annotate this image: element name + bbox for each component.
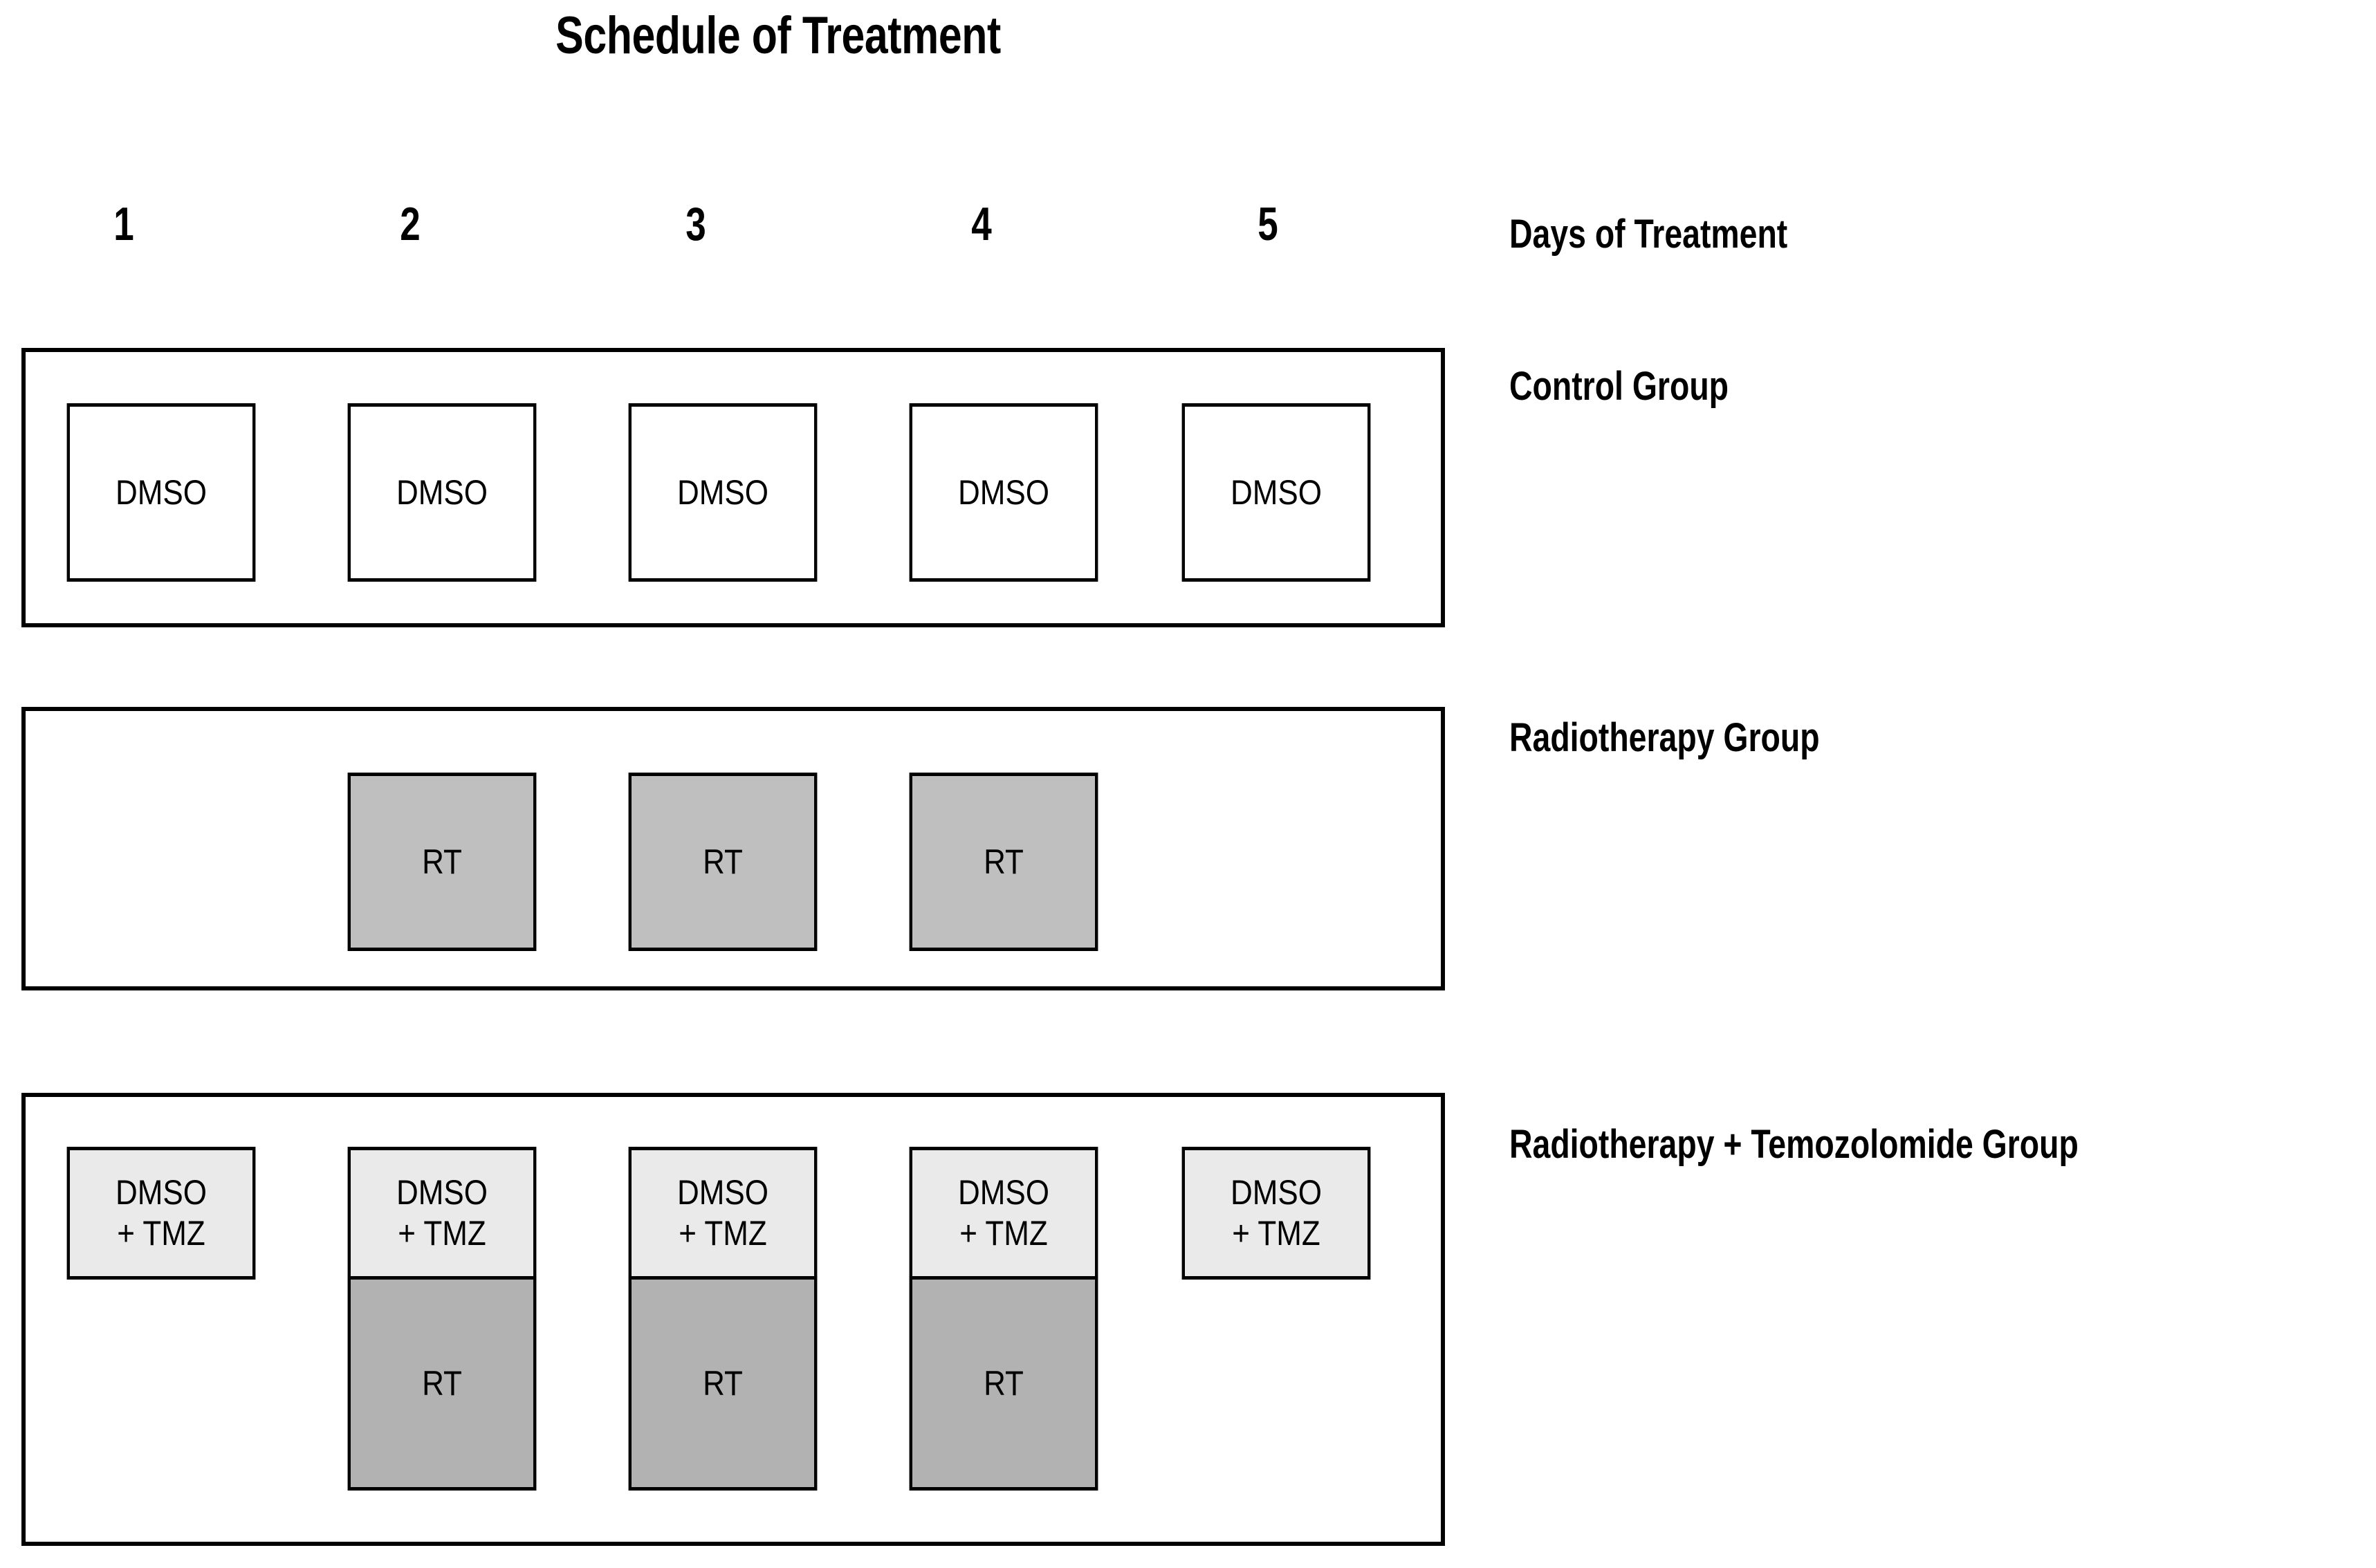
control-cell-day-3: DMSO: [616, 403, 830, 582]
radiotherapy-cell-day-3: RT: [616, 773, 830, 951]
days-of-treatment-label: Days of Treatment: [1509, 212, 1788, 257]
dmso-box: DMSO: [909, 403, 1098, 582]
dmso-box: DMSO: [628, 403, 818, 582]
rt-box: RT: [909, 773, 1098, 951]
control-cell-day-5: DMSO: [1169, 403, 1383, 582]
dmso-tmz-box: DMSO + TMZ: [347, 1147, 537, 1280]
radiotherapy-tmz-group-label: Radiotherapy + Temozolomide Group: [1509, 1122, 2079, 1167]
day-number-1: 1: [113, 198, 134, 250]
radiotherapy-cell-day-4: RT: [896, 773, 1111, 951]
dmso-tmz-box: DMSO + TMZ: [628, 1147, 818, 1280]
rt-box: RT: [628, 773, 818, 951]
combo-cell-day-1: DMSO + TMZ: [54, 1147, 268, 1280]
dmso-tmz-box: DMSO + TMZ: [909, 1147, 1098, 1280]
day-number-5: 5: [1258, 198, 1278, 250]
control-group-label: Control Group: [1509, 364, 1729, 409]
rt-box: RT: [909, 1276, 1098, 1491]
radiotherapy-group-label: Radiotherapy Group: [1509, 715, 1820, 760]
control-cell-day-2: DMSO: [335, 403, 549, 582]
rt-box: RT: [347, 773, 537, 951]
day-number-2: 2: [400, 198, 421, 250]
combo-cell-day-3: DMSO + TMZ RT: [616, 1147, 830, 1491]
combo-cell-day-2: DMSO + TMZ RT: [335, 1147, 549, 1491]
dmso-box: DMSO: [1181, 403, 1371, 582]
control-cell-day-1: DMSO: [54, 403, 268, 582]
combo-cell-day-4: DMSO + TMZ RT: [896, 1147, 1111, 1491]
control-cell-day-4: DMSO: [896, 403, 1111, 582]
dmso-box: DMSO: [347, 403, 537, 582]
combo-cell-day-5: DMSO + TMZ: [1169, 1147, 1383, 1280]
dmso-tmz-box: DMSO + TMZ: [1181, 1147, 1371, 1280]
day-number-4: 4: [971, 198, 992, 250]
page-title: Schedule of Treatment: [555, 6, 1001, 65]
day-number-3: 3: [685, 198, 706, 250]
dmso-box: DMSO: [66, 403, 256, 582]
rt-box: RT: [347, 1276, 537, 1491]
radiotherapy-cell-day-2: RT: [335, 773, 549, 951]
rt-box: RT: [628, 1276, 818, 1491]
dmso-tmz-box: DMSO + TMZ: [66, 1147, 256, 1280]
day-axis: 1 2 3 4 5: [0, 201, 1453, 263]
